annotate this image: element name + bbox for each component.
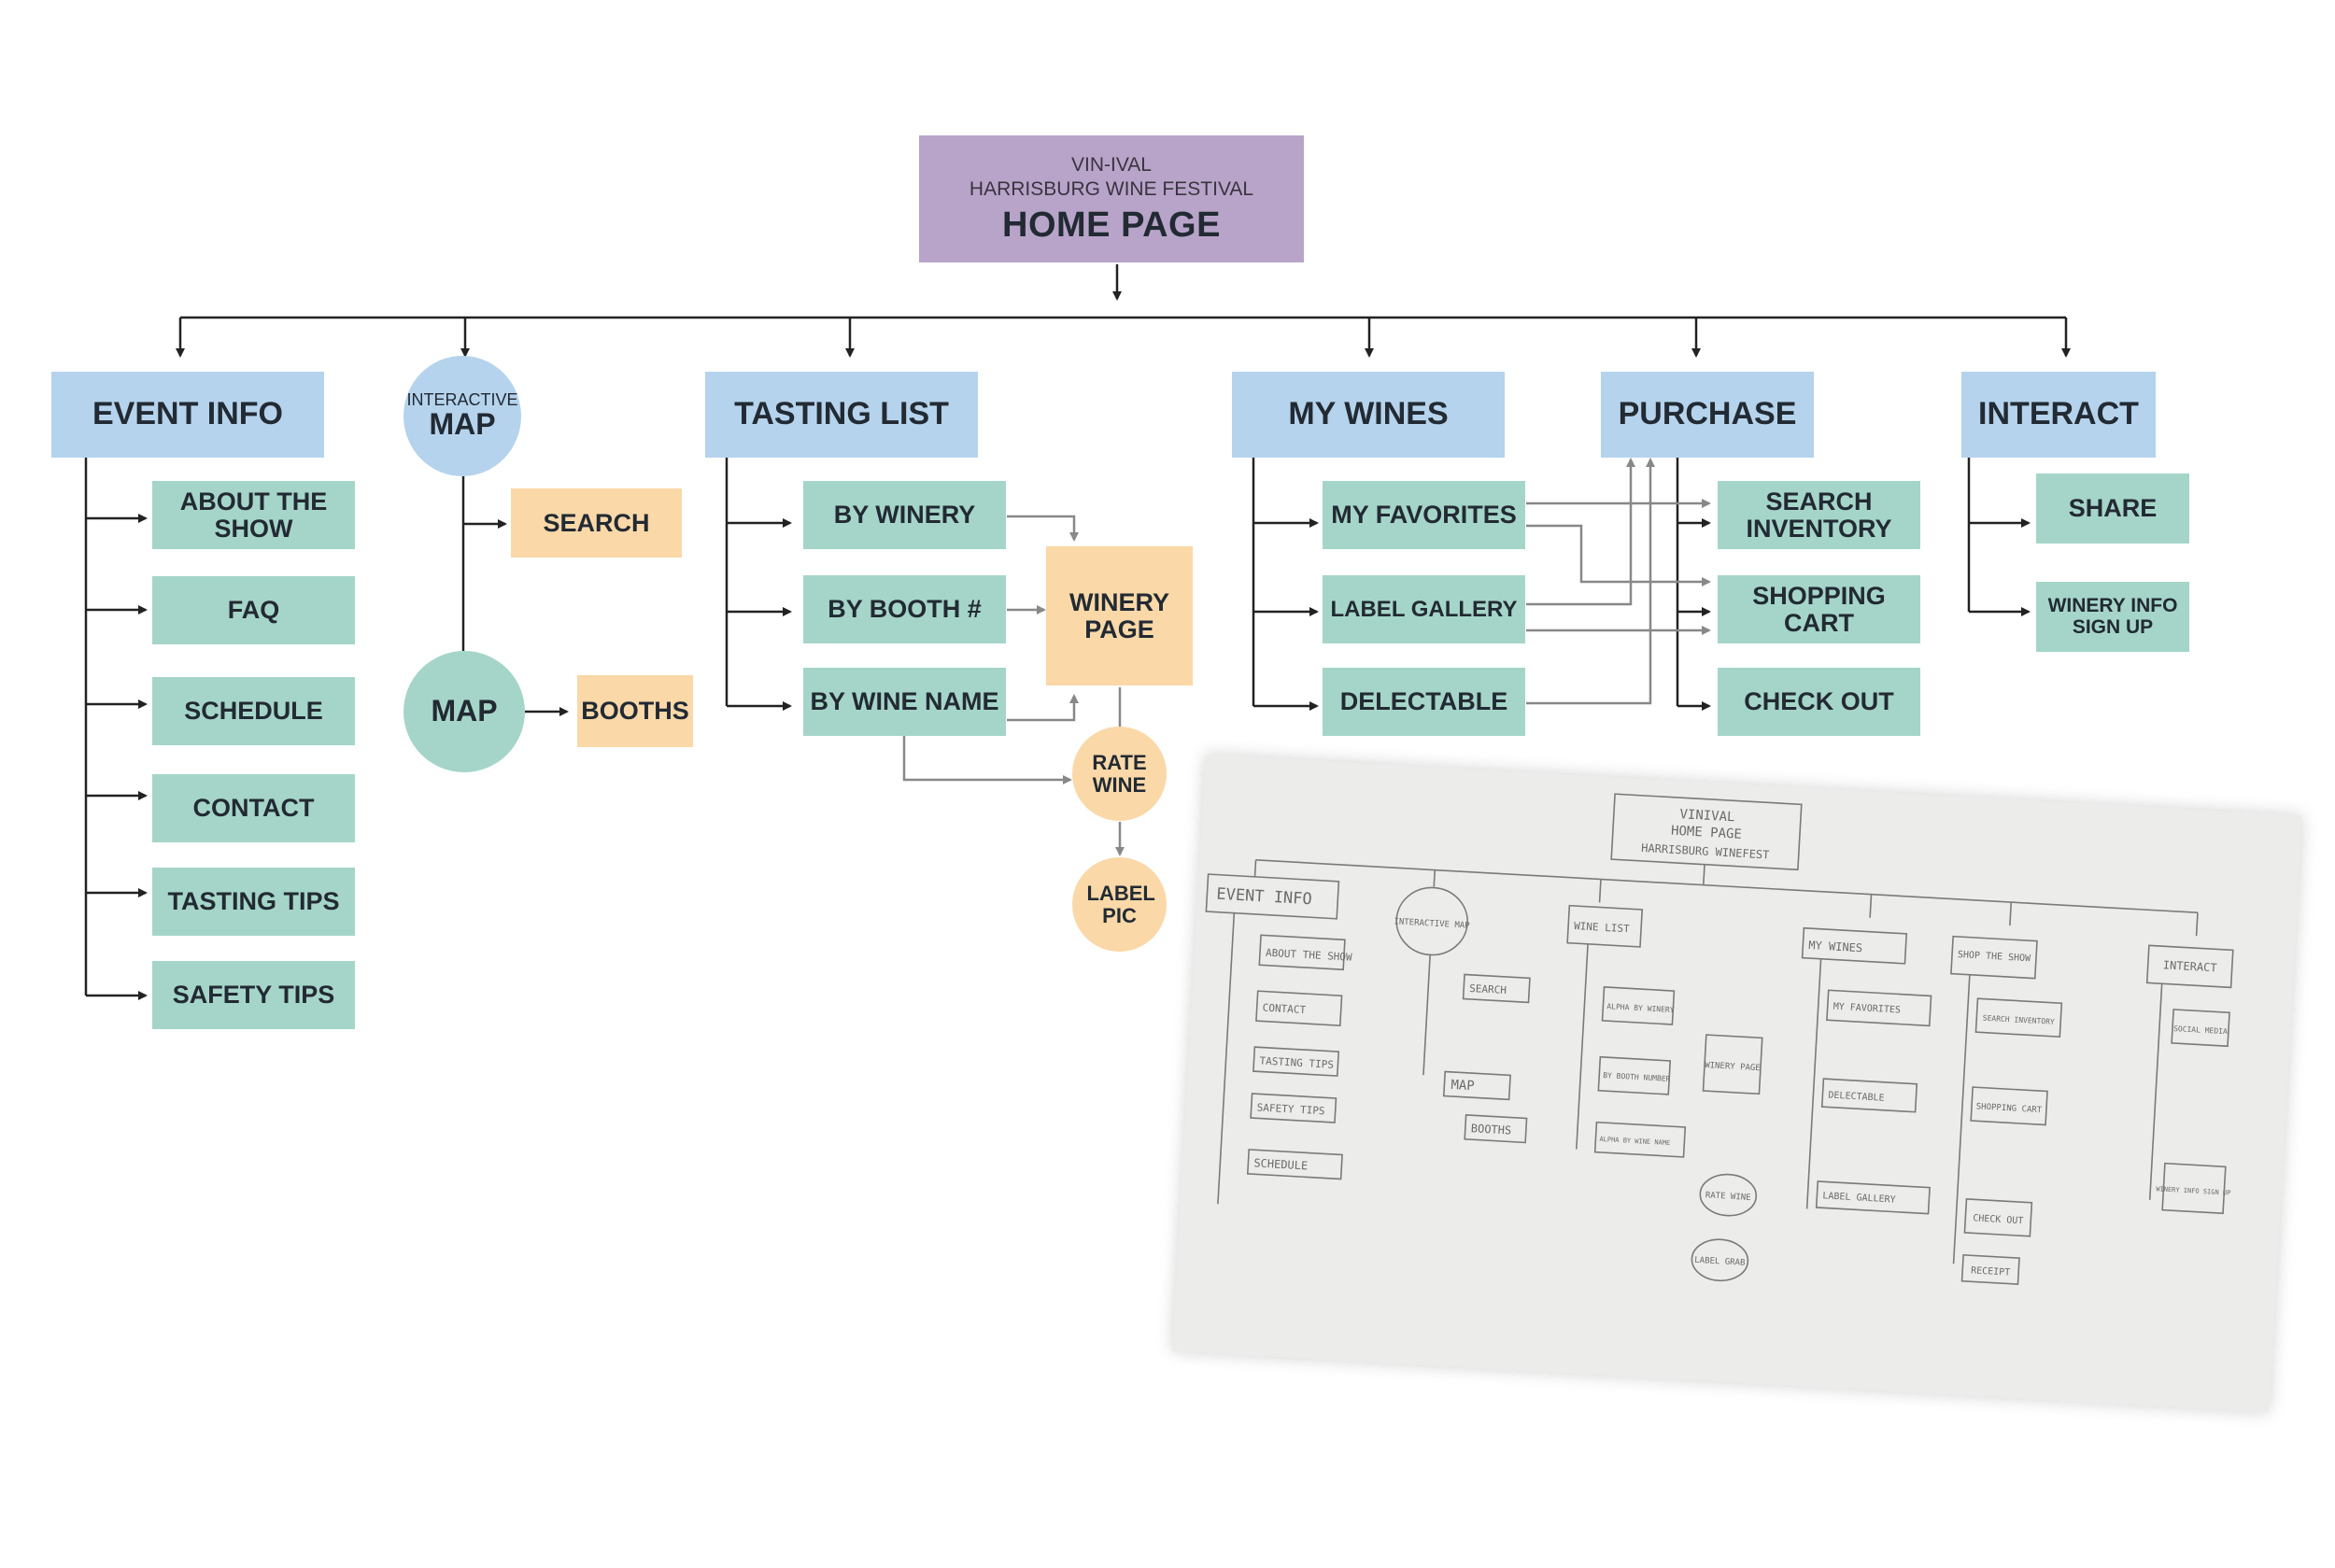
item-label: DELECTABLE bbox=[1339, 687, 1508, 716]
sketch-photo: VINIVAL HOME PAGE HARRISBURG WINEFEST EV… bbox=[1172, 754, 2302, 1413]
item-by-booth[interactable]: BY BOOTH # bbox=[803, 575, 1006, 643]
sketch-interactive-map: INTERACTIVE MAP bbox=[1394, 917, 1470, 931]
home-line2: HARRISBURG WINE FESTIVAL bbox=[969, 178, 1254, 201]
item-about-the-show[interactable]: ABOUT THE SHOW bbox=[152, 481, 355, 549]
home-title: HOME PAGE bbox=[1002, 205, 1221, 246]
item-check-out[interactable]: CHECK OUT bbox=[1718, 668, 1920, 736]
item-contact[interactable]: CONTACT bbox=[152, 774, 355, 842]
sketch-rate-wine: RATE WINE bbox=[1705, 1191, 1751, 1203]
section-my-wines-label: MY WINES bbox=[1288, 396, 1449, 432]
item-label: ABOUT THE SHOW bbox=[179, 487, 328, 543]
sketch-event-item: TASTING TIPS bbox=[1259, 1054, 1334, 1070]
item-my-favorites[interactable]: MY FAVORITES bbox=[1323, 481, 1525, 549]
item-winery-page[interactable]: WINERY PAGE bbox=[1046, 546, 1193, 685]
item-winery-info-sign-up[interactable]: WINERY INFO SIGN UP bbox=[2036, 582, 2189, 652]
item-search[interactable]: SEARCH bbox=[511, 488, 682, 558]
item-schedule[interactable]: SCHEDULE bbox=[152, 677, 355, 745]
item-label: SEARCH INVENTORY bbox=[1746, 487, 1892, 543]
item-faq[interactable]: FAQ bbox=[152, 576, 355, 644]
sketch-shop-item: SHOPPING CART bbox=[1975, 1102, 2042, 1115]
section-interact-label: INTERACT bbox=[1978, 396, 2139, 432]
sketch-shop: SHOP THE SHOW bbox=[1958, 950, 2032, 964]
sketch-interact: INTERACT bbox=[2162, 958, 2216, 974]
sketch-winery-page: WINERY PAGE bbox=[1705, 1061, 1761, 1073]
sketch-label-grab: LABEL GRAB bbox=[1694, 1256, 1746, 1268]
sketch-event-item: SAFETY TIPS bbox=[1256, 1101, 1324, 1117]
sketch-event-item: ABOUT THE SHOW bbox=[1266, 947, 1353, 964]
item-by-wine-name[interactable]: BY WINE NAME bbox=[803, 668, 1006, 736]
item-label-pic[interactable]: LABEL PIC bbox=[1072, 857, 1167, 952]
sketch-shop-item: CHECK OUT bbox=[1973, 1213, 2024, 1226]
sketch-booths: BOOTHS bbox=[1470, 1122, 1511, 1137]
item-label: BY WINE NAME bbox=[810, 687, 999, 716]
item-share[interactable]: SHARE bbox=[2036, 473, 2189, 544]
item-label: WINERY INFO SIGN UP bbox=[2047, 595, 2178, 638]
sketch-map: MAP bbox=[1451, 1078, 1475, 1094]
item-map[interactable]: MAP bbox=[403, 651, 525, 772]
sketch-shop-item: RECEIPT bbox=[1971, 1265, 2011, 1278]
sketch-my-wines-item: MY FAVORITES bbox=[1833, 1002, 1901, 1016]
sketch-shop-item: SEARCH INVENTORY bbox=[1983, 1014, 2056, 1026]
item-label-gallery[interactable]: LABEL GALLERY bbox=[1323, 575, 1525, 643]
sketch-wine-item: ALPHA BY WINERY bbox=[1606, 1002, 1675, 1014]
item-delectable[interactable]: DELECTABLE bbox=[1323, 668, 1525, 736]
item-label: SCHEDULE bbox=[184, 697, 323, 726]
section-event-info-label: EVENT INFO bbox=[92, 396, 284, 432]
item-label: BY BOOTH # bbox=[828, 595, 982, 624]
item-label: LABEL GALLERY bbox=[1330, 596, 1518, 622]
item-label: CHECK OUT bbox=[1744, 687, 1894, 716]
sketch-my-wines-item: LABEL GALLERY bbox=[1822, 1191, 1896, 1205]
item-label: BY WINERY bbox=[833, 501, 976, 530]
home-page-box[interactable]: VIN-IVAL HARRISBURG WINE FESTIVAL HOME P… bbox=[919, 135, 1304, 262]
section-tasting-list[interactable]: TASTING LIST bbox=[705, 372, 978, 458]
sketch-search: SEARCH bbox=[1469, 982, 1507, 996]
sketch-wine-item: BY BOOTH NUMBER bbox=[1603, 1071, 1671, 1083]
home-line1: VIN-IVAL bbox=[1071, 153, 1152, 176]
sketch-event-info: EVENT INFO bbox=[1216, 885, 1312, 910]
item-label: BOOTHS bbox=[581, 697, 689, 726]
section-interactive-map[interactable]: INTERACTIVE MAP bbox=[403, 356, 521, 476]
item-label: TASTING TIPS bbox=[167, 887, 340, 916]
section-purchase[interactable]: PURCHASE bbox=[1601, 372, 1814, 458]
item-label: RATE WINE bbox=[1092, 751, 1147, 797]
section-interactive-label: INTERACTIVE bbox=[406, 390, 518, 410]
sketch-home-1: VINIVAL bbox=[1679, 807, 1735, 825]
sketch-interact-item: SOCIAL MEDIA bbox=[2173, 1024, 2228, 1036]
item-label: LABEL PIC bbox=[1086, 882, 1155, 927]
section-my-wines[interactable]: MY WINES bbox=[1232, 372, 1505, 458]
item-label: SHOPPING CART bbox=[1752, 582, 1886, 637]
sketch-wine-item: ALPHA BY WINE NAME bbox=[1599, 1136, 1670, 1147]
sketch-drawing: VINIVAL HOME PAGE HARRISBURG WINEFEST EV… bbox=[1205, 793, 2234, 1285]
item-rate-wine[interactable]: RATE WINE bbox=[1072, 727, 1167, 821]
item-label: CONTACT bbox=[192, 794, 315, 823]
item-label: SHARE bbox=[2068, 494, 2158, 523]
sketch-home-2: HOME PAGE bbox=[1671, 824, 1743, 842]
item-label: SAFETY TIPS bbox=[172, 981, 335, 1010]
item-label: WINERY PAGE bbox=[1069, 588, 1169, 643]
sketch-event-item: CONTACT bbox=[1262, 1002, 1306, 1017]
sketch-interact-item: WINERY INFO SIGN UP bbox=[2156, 1185, 2230, 1196]
item-label: MAP bbox=[431, 694, 498, 728]
sketch-wine-list: WINE LIST bbox=[1574, 920, 1631, 935]
item-label: MY FAVORITES bbox=[1331, 501, 1517, 530]
section-event-info[interactable]: EVENT INFO bbox=[51, 372, 324, 458]
item-by-winery[interactable]: BY WINERY bbox=[803, 481, 1006, 549]
item-search-inventory[interactable]: SEARCH INVENTORY bbox=[1718, 481, 1920, 549]
section-map-label: MAP bbox=[429, 407, 496, 442]
item-label: FAQ bbox=[227, 596, 280, 625]
sketch-home-3: HARRISBURG WINEFEST bbox=[1641, 841, 1770, 862]
section-interact[interactable]: INTERACT bbox=[1961, 372, 2156, 458]
item-shopping-cart[interactable]: SHOPPING CART bbox=[1718, 575, 1920, 643]
section-tasting-list-label: TASTING LIST bbox=[734, 396, 949, 432]
item-tasting-tips[interactable]: TASTING TIPS bbox=[152, 868, 355, 936]
item-label: SEARCH bbox=[543, 508, 650, 537]
section-purchase-label: PURCHASE bbox=[1618, 396, 1797, 432]
sketch-event-item: SCHEDULE bbox=[1253, 1156, 1308, 1172]
sketch-my-wines-item: DELECTABLE bbox=[1828, 1090, 1885, 1103]
sketch-my-wines: MY WINES bbox=[1808, 939, 1862, 954]
item-booths[interactable]: BOOTHS bbox=[577, 675, 693, 747]
item-safety-tips[interactable]: SAFETY TIPS bbox=[152, 961, 355, 1029]
